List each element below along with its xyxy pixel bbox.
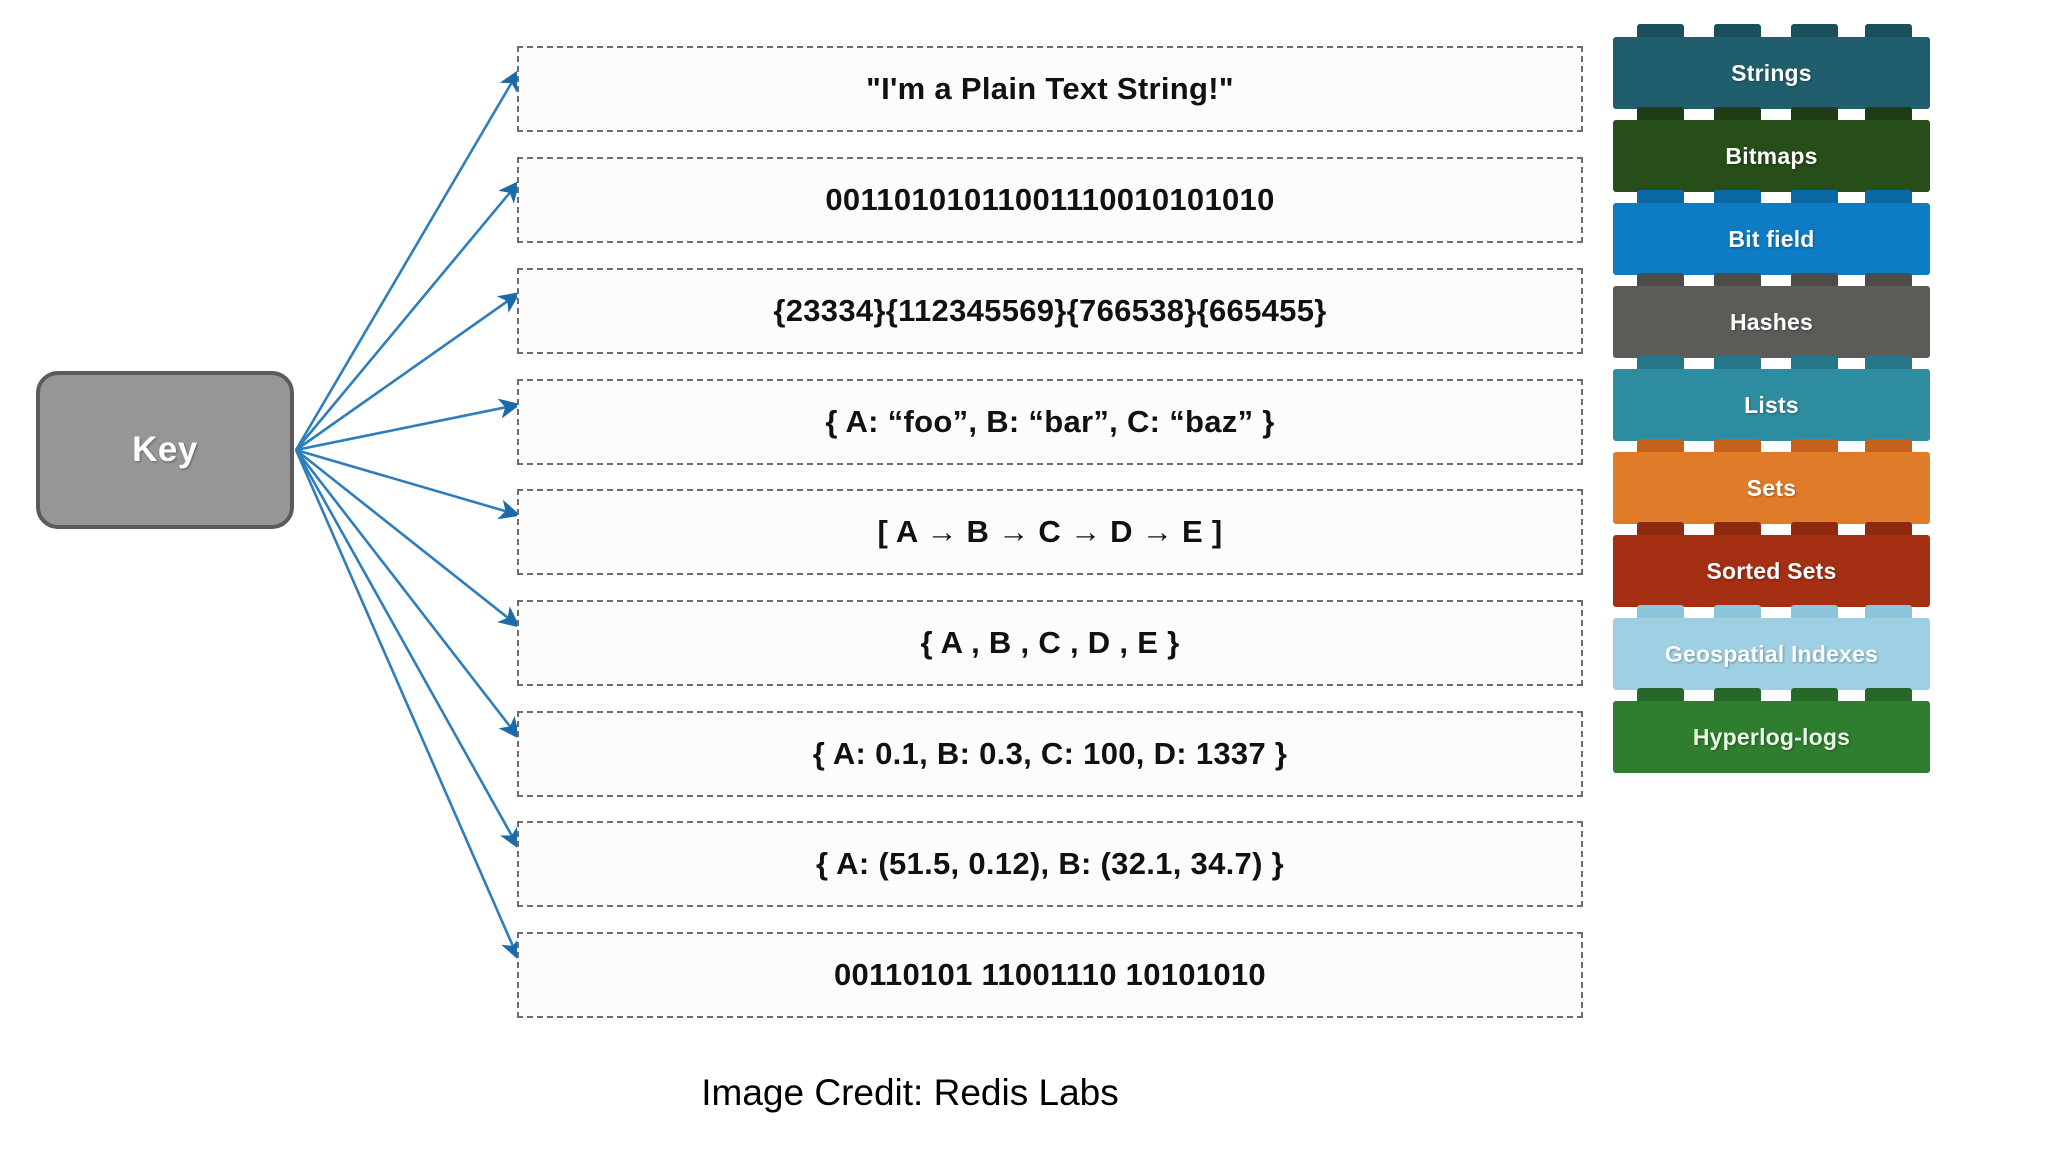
value-box-sets: { A , B , C , D , E } (517, 600, 1583, 686)
value-text: {23334}{112345569}{766538}{665455} (773, 293, 1327, 328)
image-credit-caption: Image Credit: Redis Labs (701, 1072, 1119, 1113)
stud-icon (1714, 688, 1761, 702)
brick-body: Bit field (1613, 203, 1930, 275)
brick-label: Hashes (1729, 308, 1814, 335)
stud-icon (1791, 190, 1838, 204)
stud-icon (1637, 522, 1684, 536)
stud-icon (1865, 24, 1912, 38)
stud-icon (1637, 190, 1684, 204)
stud-icon (1637, 107, 1684, 121)
brick-body: Sorted Sets (1613, 535, 1930, 607)
stud-icon (1865, 439, 1912, 453)
brick-studs (1613, 273, 1930, 287)
stud-icon (1714, 522, 1761, 536)
stud-icon (1865, 356, 1912, 370)
brick-label: Sorted Sets (1706, 557, 1837, 584)
value-box-bit-field: {23334}{112345569}{766538}{665455} (517, 268, 1583, 354)
brick-body: Lists (1613, 369, 1930, 441)
brick-bit-field: Bit field (1613, 190, 1930, 275)
key-node: Key (36, 371, 294, 529)
brick-body: Geospatial Indexes (1613, 618, 1930, 690)
brick-hyperlog-logs: Hyperlog-logs (1613, 688, 1930, 773)
stud-icon (1637, 356, 1684, 370)
brick-studs (1613, 107, 1930, 121)
stud-icon (1791, 605, 1838, 619)
brick-sets: Sets (1613, 439, 1930, 524)
value-box-strings: "I'm a Plain Text String!" (517, 46, 1583, 132)
value-text: 00110101011001110010101010 (825, 182, 1275, 217)
stud-icon (1865, 605, 1912, 619)
stud-icon (1791, 107, 1838, 121)
brick-body: Bitmaps (1613, 120, 1930, 192)
stud-icon (1865, 190, 1912, 204)
stud-icon (1714, 439, 1761, 453)
brick-label: Bitmaps (1725, 142, 1818, 169)
key-node-label: Key (132, 430, 198, 469)
brick-label: Bit field (1728, 225, 1815, 252)
stud-icon (1714, 356, 1761, 370)
value-box-hyperloglogs: 00110101 11001110 10101010 (517, 932, 1583, 1018)
brick-studs (1613, 190, 1930, 204)
brick-label: Sets (1746, 474, 1797, 501)
stud-icon (1637, 688, 1684, 702)
value-box-bitmaps: 00110101011001110010101010 (517, 157, 1583, 243)
stud-icon (1791, 24, 1838, 38)
stud-icon (1714, 273, 1761, 287)
value-text: 00110101 11001110 10101010 (834, 957, 1266, 992)
stud-icon (1791, 688, 1838, 702)
brick-studs (1613, 522, 1930, 536)
brick-body: Sets (1613, 452, 1930, 524)
brick-label: Lists (1744, 391, 1799, 418)
brick-studs (1613, 439, 1930, 453)
value-text: { A: (51.5, 0.12), B: (32.1, 34.7) } (816, 846, 1284, 881)
brick-label: Geospatial Indexes (1664, 640, 1879, 667)
value-box-hashes: { A: “foo”, B: “bar”, C: “baz” } (517, 379, 1583, 465)
value-box-sorted-sets: { A: 0.1, B: 0.3, C: 100, D: 1337 } (517, 711, 1583, 797)
value-text: { A: “foo”, B: “bar”, C: “baz” } (825, 404, 1275, 439)
stud-icon (1714, 107, 1761, 121)
brick-hashes: Hashes (1613, 273, 1930, 358)
stud-icon (1791, 356, 1838, 370)
stud-icon (1637, 24, 1684, 38)
value-text: { A , B , C , D , E } (920, 625, 1180, 660)
stud-icon (1637, 273, 1684, 287)
value-box-lists: [ A → B → C → D → E ] (517, 489, 1583, 575)
stud-icon (1791, 273, 1838, 287)
brick-body: Hyperlog-logs (1613, 701, 1930, 773)
value-box-geospatial: { A: (51.5, 0.12), B: (32.1, 34.7) } (517, 821, 1583, 907)
brick-studs (1613, 356, 1930, 370)
stud-icon (1865, 522, 1912, 536)
stud-icon (1791, 439, 1838, 453)
stud-icon (1637, 439, 1684, 453)
stud-icon (1714, 605, 1761, 619)
stud-icon (1714, 24, 1761, 38)
value-text: [ A → B → C → D → E ] (877, 514, 1223, 549)
brick-studs (1613, 24, 1930, 38)
brick-label: Hyperlog-logs (1692, 723, 1851, 750)
brick-studs (1613, 688, 1930, 702)
stud-icon (1714, 190, 1761, 204)
brick-lists: Lists (1613, 356, 1930, 441)
brick-body: Hashes (1613, 286, 1930, 358)
brick-studs (1613, 605, 1930, 619)
brick-geospatial-indexes: Geospatial Indexes (1613, 605, 1930, 690)
brick-body: Strings (1613, 37, 1930, 109)
stud-icon (1865, 688, 1912, 702)
stud-icon (1637, 605, 1684, 619)
brick-bitmaps: Bitmaps (1613, 107, 1930, 192)
stud-icon (1865, 273, 1912, 287)
value-text: { A: 0.1, B: 0.3, C: 100, D: 1337 } (812, 736, 1288, 771)
brick-strings: Strings (1613, 24, 1930, 109)
brick-sorted-sets: Sorted Sets (1613, 522, 1930, 607)
stud-icon (1791, 522, 1838, 536)
value-text: "I'm a Plain Text String!" (866, 71, 1234, 106)
brick-label: Strings (1731, 59, 1812, 86)
stud-icon (1865, 107, 1912, 121)
